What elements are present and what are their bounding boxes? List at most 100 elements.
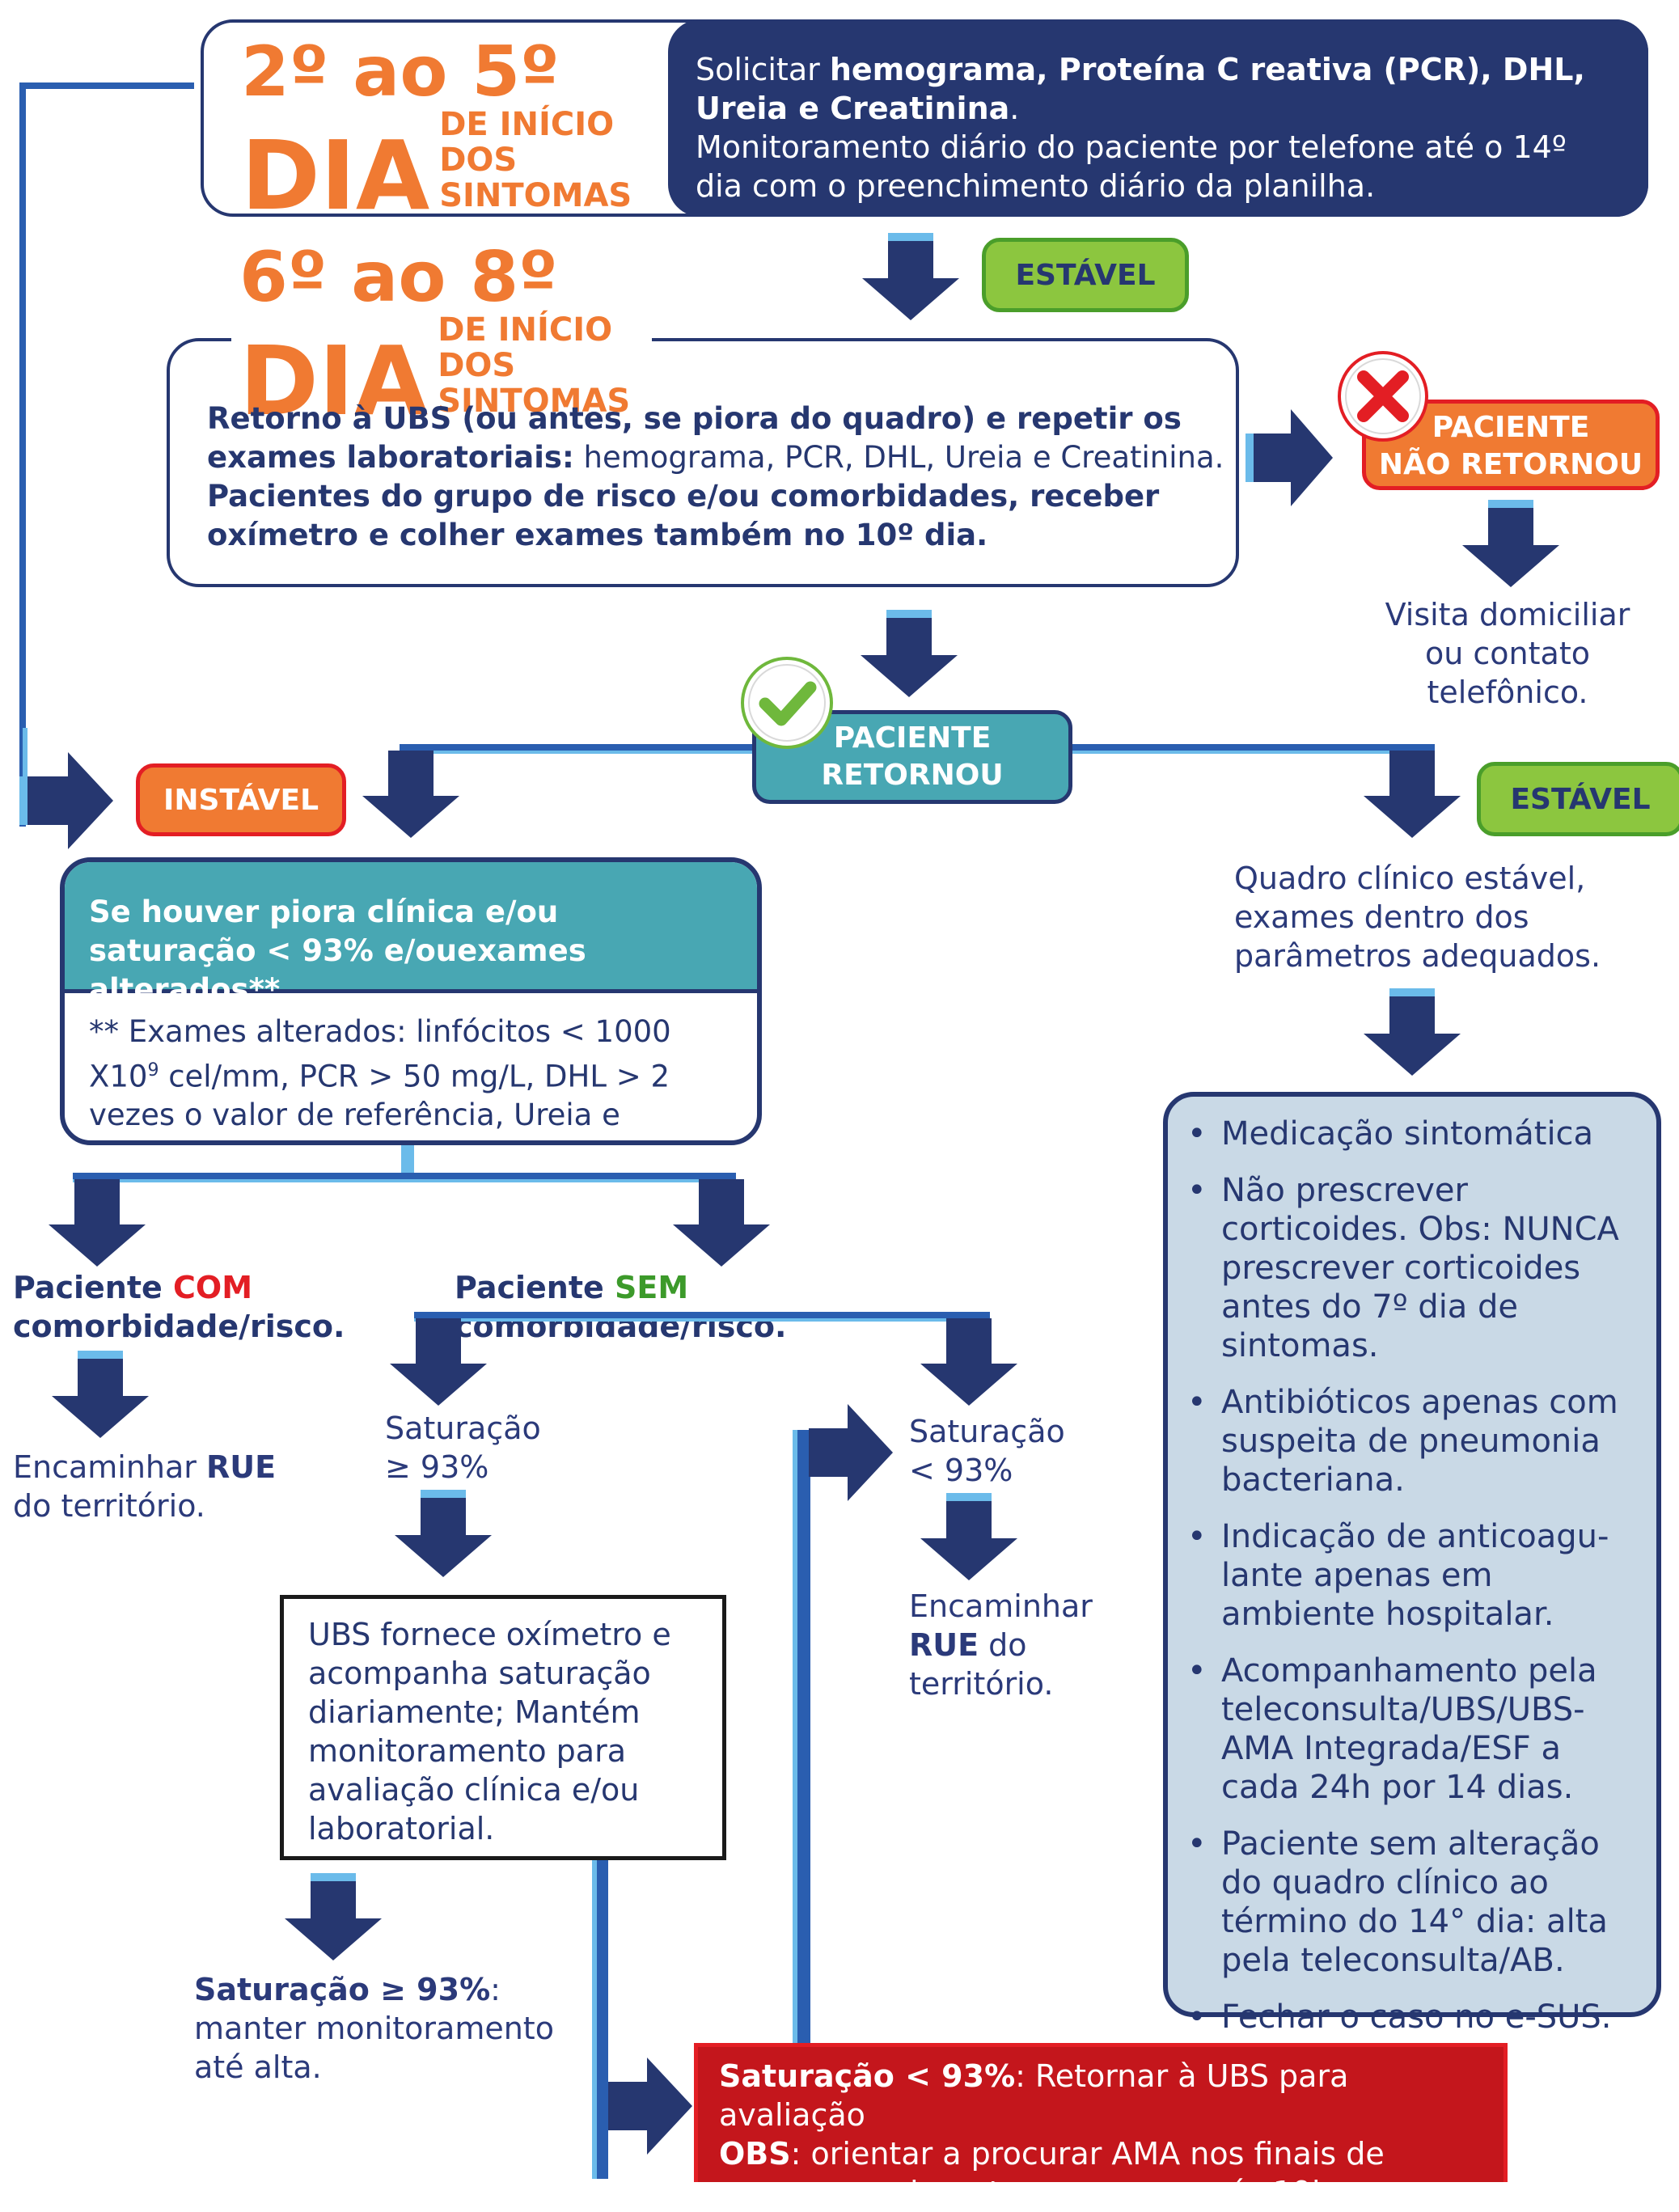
patient-without-comorbidity: Paciente SEM comorbidade/risco. <box>455 1268 1021 1346</box>
day-range-1-number: 2º ao 5º <box>241 32 560 112</box>
connector-line <box>592 1860 597 2179</box>
with-label-pre: Paciente <box>13 1270 174 1305</box>
returned-line1: PACIENTE <box>833 721 992 755</box>
arrow-down-icon <box>1364 988 1461 1076</box>
exam-request-plain: Solicitar <box>696 52 830 87</box>
altered-exams-text-2: cel/mm, PCR > 50 mg/L, DHL > 2 vezes o v… <box>89 1059 670 1140</box>
exponent: 9 <box>147 1060 159 1081</box>
rue-label: RUE <box>909 1627 979 1663</box>
arrow-down-icon <box>862 233 959 320</box>
return-instructions: Retorno à UBS (ou antes, se piora do qua… <box>207 400 1226 555</box>
returned-line2: RETORNOU <box>821 759 1004 792</box>
saturation-low-alert-box: Saturação < 93%: Retornar à UBS para ava… <box>694 2043 1508 2210</box>
connector-line <box>73 1179 736 1182</box>
saturation-ge-value: ≥ 93% <box>385 1449 489 1485</box>
monitoring-text: Monitoramento diário do paciente por tel… <box>696 129 1567 204</box>
connector-line <box>19 82 194 89</box>
stable-description: Quadro clínico estável, exames dentro do… <box>1234 861 1601 974</box>
arrow-down-icon <box>920 1493 1017 1580</box>
connector-line <box>414 1318 990 1322</box>
patient-with-comorbidity: Paciente COM comorbidade/risco. <box>13 1268 345 1346</box>
rue-label: RUE <box>206 1449 277 1485</box>
exam-request-end: . <box>1009 91 1020 126</box>
without-label-pre: Paciente <box>455 1270 615 1305</box>
saturation-final-ge: Saturação ≥ 93%: manter monitoramento at… <box>194 1970 566 2087</box>
home-visit-text: Visita domiciliar ou contato telefônico. <box>1385 597 1630 710</box>
exam-request-list: hemograma, Proteína C reativa (PCR), DHL… <box>696 52 1585 126</box>
day-range-1-title: 2º ao 5º DIA DE INÍCIO DOS SINTOMAS <box>241 32 694 223</box>
refer-label: Encaminhar <box>13 1449 207 1485</box>
refer-rue-text-right: Encaminhar RUE do território. <box>909 1587 1119 1703</box>
stable-recommendation-item: Antibióticos apenas com suspeita de pneu… <box>1187 1383 1640 1499</box>
arrow-right-icon <box>1246 409 1333 506</box>
connector-line <box>414 1312 990 1318</box>
not-returned-line2: NÃO RETORNOU <box>1378 448 1643 481</box>
risk-group-instructions: Pacientes do grupo de risco e/ou comorbi… <box>207 479 1160 552</box>
stable-recommendation-item: Indicação de anticoagu-lante apenas em a… <box>1187 1517 1640 1634</box>
refer-label: Encaminhar <box>909 1588 1093 1624</box>
territory-label: do território. <box>13 1488 205 1524</box>
unstable-criteria-header: Se houver piora clínica e/ou saturação <… <box>65 862 757 1007</box>
arrow-down-icon <box>395 1490 492 1577</box>
connector-line <box>793 1430 797 2046</box>
connector-line <box>19 82 26 827</box>
arrow-right-icon <box>19 752 113 849</box>
altered-exams-text: ** Exames alterados: linfócitos < 1000 X… <box>89 1014 671 1094</box>
arrow-down-icon <box>52 1351 149 1438</box>
with-label-post: comorbidade/risco. <box>13 1309 345 1344</box>
unstable-criteria-header-text: Se houver piora clínica e/ou saturação <… <box>89 895 586 1007</box>
unstable-badge: INSTÁVEL <box>136 763 346 836</box>
arrow-down-icon <box>920 1318 1017 1406</box>
saturation-label: Saturação <box>385 1411 541 1446</box>
connector-line <box>401 1145 414 1174</box>
arrow-down-icon <box>390 1318 487 1406</box>
arrow-right-icon <box>809 1404 893 1501</box>
saturation-low-rest: : Retornar à UBS para avaliação <box>719 2058 1349 2133</box>
obs-text: : orientar a procurar AMA nos finais de … <box>719 2136 1385 2210</box>
without-keyword: SEM <box>615 1270 689 1305</box>
arrow-down-icon <box>1364 751 1461 838</box>
altered-exams-note: ** Exames alterados: linfócitos < 1000 X… <box>65 993 757 1140</box>
saturation-lt-93: Saturação < 93% <box>909 1412 1103 1490</box>
unstable-criteria-box: Se houver piora clínica e/ou saturação <… <box>60 857 762 1145</box>
de-inicio-label: DE INÍCIO DOS <box>439 106 615 179</box>
saturation-ge-93: Saturação ≥ 93% <box>385 1409 579 1487</box>
day-range-2-title: 6º ao 8º DIA DE INÍCIO DOS SINTOMAS <box>231 236 652 429</box>
saturation-label: Saturação <box>909 1414 1065 1449</box>
day-range-2-number: 6º ao 8º <box>239 237 558 318</box>
stable-recommendation-item: Medicação sintomática <box>1187 1114 1640 1153</box>
stable-badge-right: ESTÁVEL <box>1477 762 1679 836</box>
sintomas-label: SINTOMAS <box>438 383 631 420</box>
arrow-down-icon <box>861 610 958 697</box>
ubs-oximeter-text: UBS fornece oxímetro e acompanha saturaç… <box>308 1617 671 1846</box>
stable-recommendations-list: Medicação sintomáticaNão prescrever cort… <box>1173 1114 1640 2036</box>
not-returned-line1: PACIENTE <box>1432 411 1590 444</box>
dia-label: DIA <box>239 325 429 437</box>
obs-label: OBS <box>719 2136 791 2172</box>
territory-label: território. <box>909 1666 1054 1702</box>
connector-line <box>73 1173 736 1179</box>
arrow-right-icon <box>608 2058 692 2155</box>
saturation-lt-value: < 93% <box>909 1453 1013 1488</box>
stable-recommendation-item: Não prescrever corticoides. Obs: NUNCA p… <box>1187 1171 1640 1365</box>
stable-badge-top: ESTÁVEL <box>982 238 1189 312</box>
arrow-down-icon <box>673 1179 770 1267</box>
arrow-down-icon <box>1462 500 1559 587</box>
arrow-down-icon <box>285 1873 382 1960</box>
saturation-final-ge-rest: : manter monitoramento até alta. <box>194 1972 554 2085</box>
arrow-down-icon <box>362 751 459 838</box>
saturation-final-ge-bold: Saturação ≥ 93% <box>194 1972 491 2007</box>
exam-request-box: Solicitar hemograma, Proteína C reativa … <box>668 19 1648 217</box>
with-keyword: COM <box>173 1270 253 1305</box>
dia-label: DIA <box>241 120 430 231</box>
stable-recommendation-item: Acompanhamento pela teleconsulta/UBS/UBS… <box>1187 1652 1640 1807</box>
sintomas-label: SINTOMAS <box>439 177 632 214</box>
check-mark-icon <box>741 657 833 749</box>
stable-recommendation-item: Paciente sem alteração do quadro clínico… <box>1187 1825 1640 1980</box>
ubs-oximeter-box: UBS fornece oxímetro e acompanha saturaç… <box>280 1595 726 1860</box>
do-label: do <box>979 1627 1027 1663</box>
arrow-down-icon <box>49 1179 146 1267</box>
refer-rue-text-left: Encaminhar RUE do território. <box>13 1448 304 1525</box>
de-inicio-label: DE INÍCIO DOS <box>438 311 613 384</box>
return-instructions-exams: hemograma, PCR, DHL, Ureia e Creatinina. <box>573 440 1224 475</box>
